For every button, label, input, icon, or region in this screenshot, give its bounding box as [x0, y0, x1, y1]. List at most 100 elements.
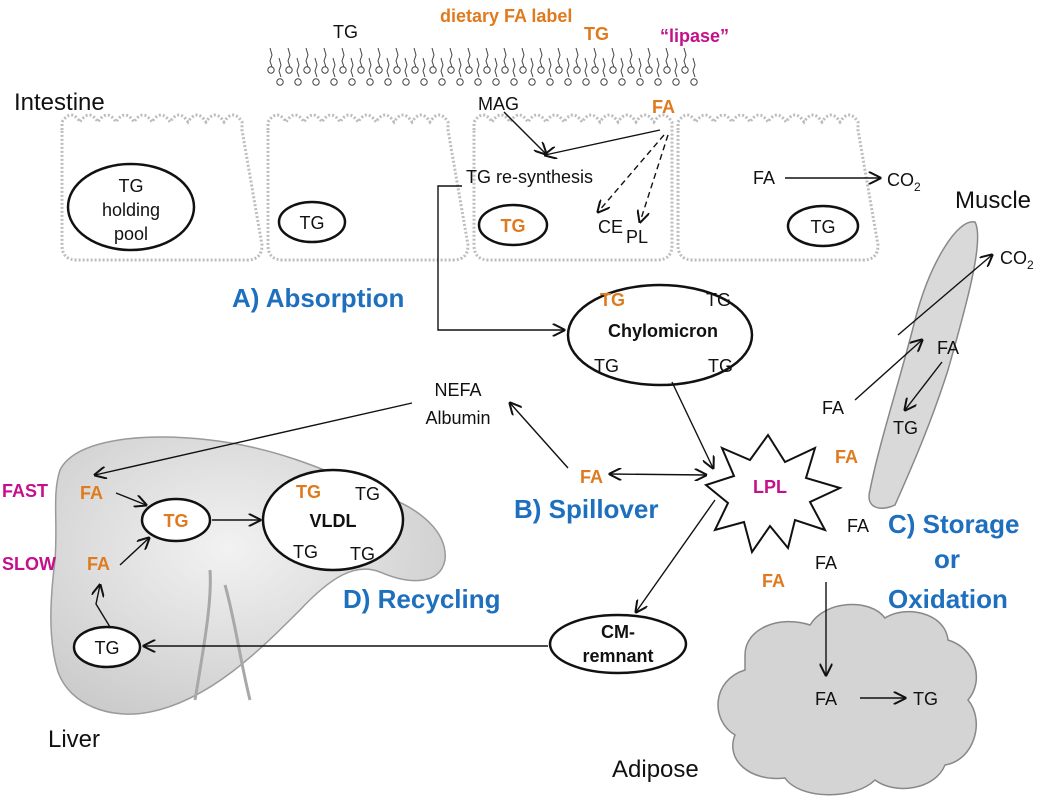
lipid-molecule: [510, 57, 518, 86]
vldl-tg3: TG: [350, 544, 375, 564]
chylomicron-particle: [566, 283, 754, 387]
cell2-tg-label: TG: [300, 213, 325, 233]
storage-fa-label: FA: [847, 516, 869, 536]
remnant-line1: CM-: [601, 622, 635, 642]
pathway-storage-line3: Oxidation: [888, 584, 1008, 614]
chylo-name: Chylomicron: [608, 321, 718, 341]
lipid-molecule: [690, 57, 698, 86]
lipid-molecule: [438, 57, 446, 86]
cell4-fa-label: FA: [753, 168, 775, 188]
cell3-tg-label: TG: [501, 216, 526, 236]
lipid-molecule: [546, 57, 554, 86]
arrows: [95, 111, 992, 698]
lpl-starburst: [703, 433, 843, 555]
liver-tg-bottom-label: TG: [95, 638, 120, 658]
lipid-molecule: [573, 47, 581, 74]
lipid-molecule: [474, 57, 482, 86]
adipose-fa-black: FA: [815, 553, 837, 573]
resynthesis-label: TG re-synthesis: [466, 167, 593, 187]
lipid-molecule: [564, 57, 572, 86]
muscle-tg-label: TG: [893, 418, 918, 438]
liver-shape: [50, 436, 446, 715]
lipid-molecule: [303, 47, 311, 74]
lipid-molecule: [519, 47, 527, 74]
lipid-molecule: [672, 57, 680, 86]
chylo-tg1: TG: [706, 290, 731, 310]
liver-tg-pool: [140, 497, 212, 543]
pathway-recycling: D) Recycling: [343, 584, 501, 614]
vldl-tg-orange: TG: [296, 482, 321, 502]
liver-fa-slow: FA: [87, 554, 110, 574]
fast-label: FAST: [2, 481, 48, 501]
lipid-molecule: [537, 47, 545, 74]
lipid-molecule: [294, 57, 302, 86]
nefa-line1: NEFA: [434, 380, 481, 400]
holding-pool-line1: TG: [119, 176, 144, 196]
muscle-fa-orange: FA: [835, 447, 858, 467]
vldl-tg1: TG: [355, 484, 380, 504]
adipose-fa-in: FA: [815, 689, 837, 709]
fa-orange-label: FA: [652, 97, 675, 117]
adipose-fa-orange: FA: [762, 571, 785, 591]
adipose-title: Adipose: [612, 756, 699, 783]
tg-cell2-droplet: [277, 200, 347, 244]
pathway-absorption: A) Absorption: [232, 283, 404, 313]
lipid-molecule: [330, 57, 338, 86]
lipid-molecule: [384, 57, 392, 86]
lipid-molecule: [555, 47, 563, 74]
lipid-molecule: [618, 57, 626, 86]
spill-fa-orange: FA: [580, 467, 603, 487]
mag-label: MAG: [478, 94, 519, 114]
holding-pool-line2: holding: [102, 200, 160, 220]
lipid-molecule: [600, 57, 608, 86]
lipid-molecule: [492, 57, 500, 86]
lipid-molecule: [636, 57, 644, 86]
lipid-molecule: [429, 47, 437, 74]
muscle-shape: [868, 221, 979, 509]
pathway-storage-line2: or: [934, 544, 960, 574]
lipid-molecule: [276, 57, 284, 86]
cell4-co2-label: CO2: [887, 170, 921, 194]
chylo-tg3: TG: [708, 356, 733, 376]
lipid-molecule: [366, 57, 374, 86]
chylo-tg2: TG: [594, 356, 619, 376]
lipid-molecule: [483, 47, 491, 74]
muscle-co2-label: CO2: [1000, 248, 1034, 272]
lipid-molecule: [402, 57, 410, 86]
pathway-spillover: B) Spillover: [514, 494, 658, 524]
lipase-label: “lipase”: [660, 26, 729, 46]
intestine-title: Intestine: [14, 89, 105, 116]
liver-title: Liver: [48, 726, 100, 753]
lipid-molecule: [357, 47, 365, 74]
liver-vessel: [193, 569, 252, 701]
lipid-molecule: [285, 47, 293, 74]
lpl-label: LPL: [753, 477, 787, 497]
lipid-molecule: [348, 57, 356, 86]
vldl-particle: [261, 468, 405, 572]
lipid-molecule: [528, 57, 536, 86]
pathway-storage-line1: C) Storage: [888, 509, 1019, 539]
lipid-molecule: [465, 47, 473, 74]
ce-label: CE: [598, 217, 623, 237]
tg-cell3-droplet: [477, 203, 549, 247]
vldl-tg2: TG: [293, 542, 318, 562]
lipid-molecule: [312, 57, 320, 86]
pl-label: PL: [626, 227, 648, 247]
lipid-micelle-row: [267, 47, 698, 86]
liver-tg-bottom: [72, 625, 142, 669]
chylo-tg-orange: TG: [600, 290, 625, 310]
liver-fa-fast: FA: [80, 483, 103, 503]
dietary-fa-label: dietary FA label: [440, 6, 572, 26]
lipid-molecule: [420, 57, 428, 86]
lipid-molecule: [663, 47, 671, 74]
muscle-title: Muscle: [955, 187, 1031, 214]
muscle-fa-top: FA: [937, 338, 959, 358]
liver-tg-orange: TG: [164, 511, 189, 531]
cell4-tg-label: TG: [811, 217, 836, 237]
adipose-tg: TG: [913, 689, 938, 709]
lipid-molecule: [681, 47, 689, 74]
holding-pool-line3: pool: [114, 224, 148, 244]
lipid-molecule: [627, 47, 635, 74]
